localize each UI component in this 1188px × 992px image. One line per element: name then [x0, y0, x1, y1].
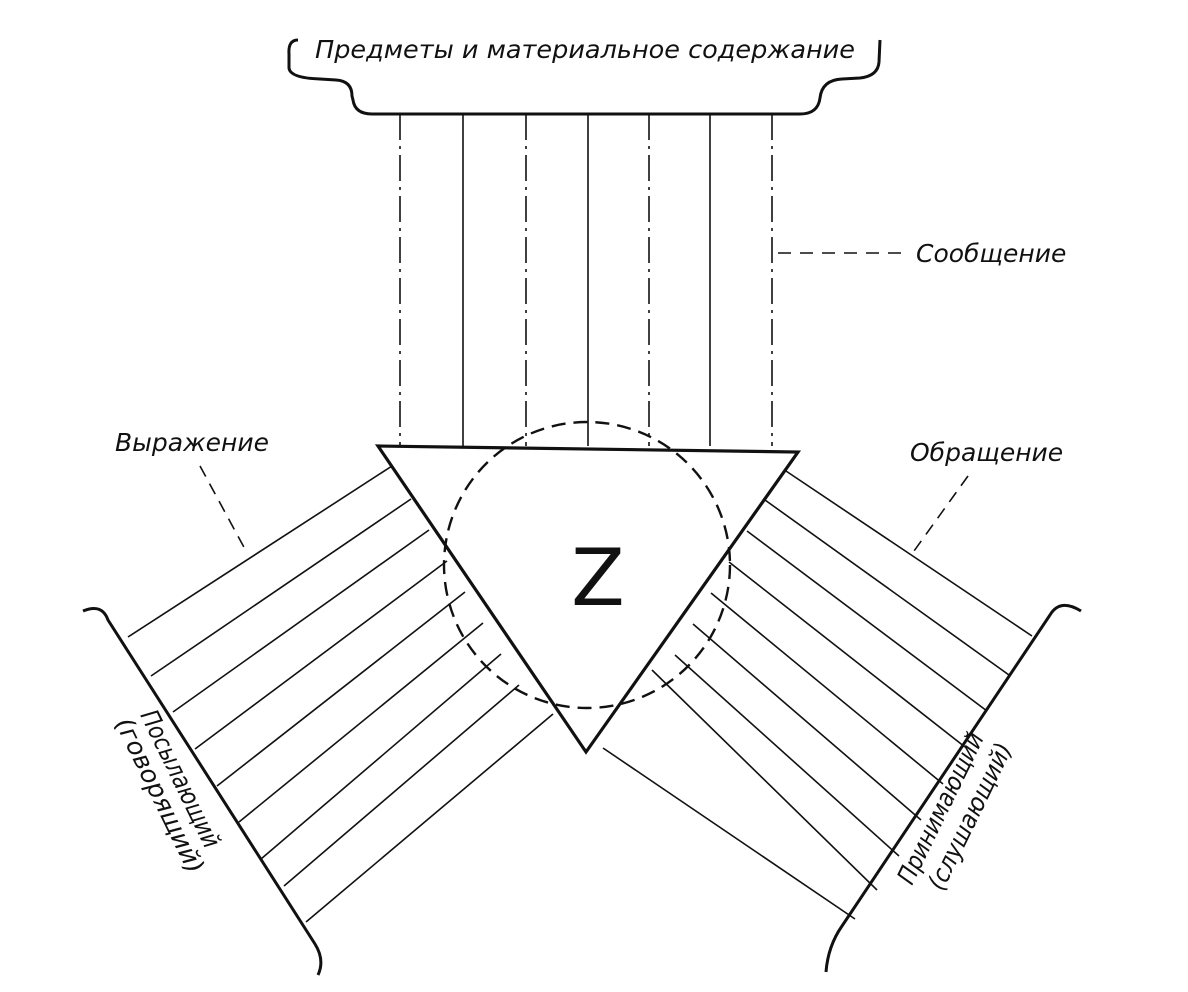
appeal-line [728, 561, 966, 748]
objects-label: Предметы и материальное содержание [315, 35, 855, 64]
appeal-line [710, 592, 944, 785]
expression-line [238, 622, 484, 823]
receiver-label: Принимающий (слушающий) [891, 728, 1018, 895]
expression-lines [127, 465, 554, 923]
expression-line [150, 498, 412, 677]
appeal-line [764, 499, 1010, 676]
appeal-line [782, 468, 1033, 637]
appeal-line [674, 654, 900, 857]
appeal-lines [602, 468, 1033, 920]
message-lines [399, 114, 773, 446]
appeal-line [602, 747, 856, 920]
expression-line [283, 684, 520, 887]
expression-line [127, 465, 393, 638]
appeal-line [692, 623, 922, 821]
sender-brace [82, 607, 323, 976]
sign-letter: Z [571, 534, 624, 624]
sign-circle [442, 420, 732, 710]
appeal-line [746, 530, 988, 712]
sign-triangle [374, 444, 802, 755]
expression-line [194, 560, 448, 750]
receiver-brace [824, 603, 1082, 973]
objects-brace [287, 38, 882, 116]
expression-line [260, 653, 502, 860]
appeal-line [651, 669, 878, 891]
expression-label: Выражение [115, 428, 269, 457]
expression-line [172, 529, 430, 713]
expression-leader [199, 465, 247, 552]
appeal-leader [913, 475, 969, 552]
expression-line [216, 591, 466, 787]
appeal-label: Обращение [910, 438, 1063, 467]
expression-line [305, 713, 554, 923]
message-label: Сообщение [916, 239, 1066, 268]
